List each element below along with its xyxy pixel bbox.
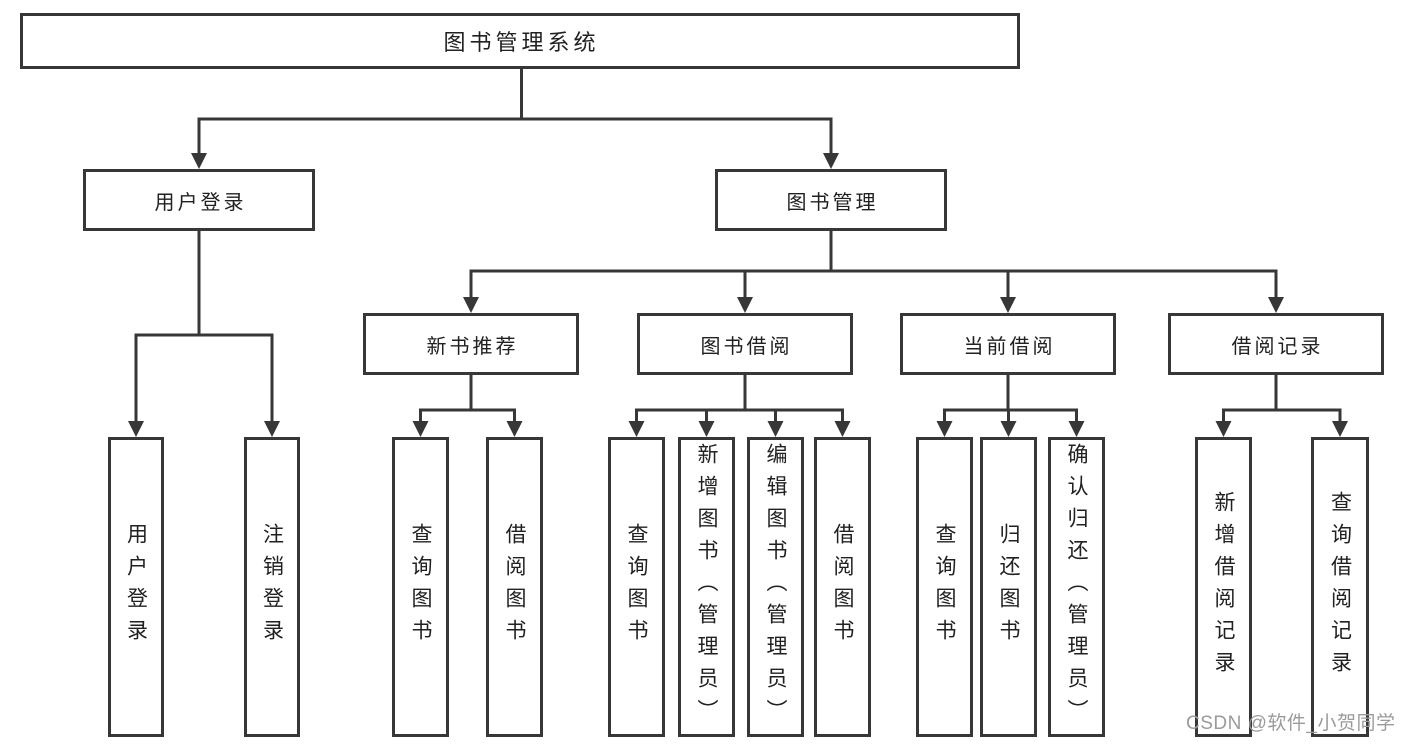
leaf-return-books: 归还图书 [980,437,1037,737]
leaf-query-books-current: 查询图书 [916,437,973,737]
node-book-management: 图书管理 [715,169,947,231]
leaf-user-login: 用户登录 [108,437,164,737]
leaf-logout: 注销登录 [244,437,300,737]
connector-book-borrow-children [628,375,851,437]
node-library-management-system: 图书管理系统 [20,13,1020,69]
leaf-query-books-borrow: 查询图书 [608,437,665,737]
connector-new-book-children [412,375,523,437]
connector-borrow-records-children [1215,375,1348,437]
leaf-add-book-admin: 新增图书（管理员） [678,437,735,737]
csdn-watermark: CSDN @软件_小贺同学 [1186,713,1396,734]
leaf-query-books-recommend: 查询图书 [392,437,449,737]
node-book-borrowing: 图书借阅 [637,313,853,375]
node-borrowing-records: 借阅记录 [1168,313,1384,375]
leaf-confirm-return-admin: 确认归还（管理员） [1048,437,1105,737]
node-new-book-recommendation: 新书推荐 [363,313,579,375]
node-current-borrowing: 当前借阅 [900,313,1116,375]
leaf-borrow-books-recommend: 借阅图书 [486,437,543,737]
connector-current-borrow-children [936,375,1085,437]
leaf-borrow-books: 借阅图书 [814,437,871,737]
connector-user-login-children [128,231,280,437]
leaf-query-borrow-record: 查询借阅记录 [1311,437,1369,737]
node-user-login: 用户登录 [83,169,315,231]
leaf-edit-book-admin: 编辑图书（管理员） [747,437,804,737]
connector-book-management-children [463,231,1284,313]
leaf-add-borrow-record: 新增借阅记录 [1195,437,1252,737]
connector-root-to-level2 [191,68,839,169]
